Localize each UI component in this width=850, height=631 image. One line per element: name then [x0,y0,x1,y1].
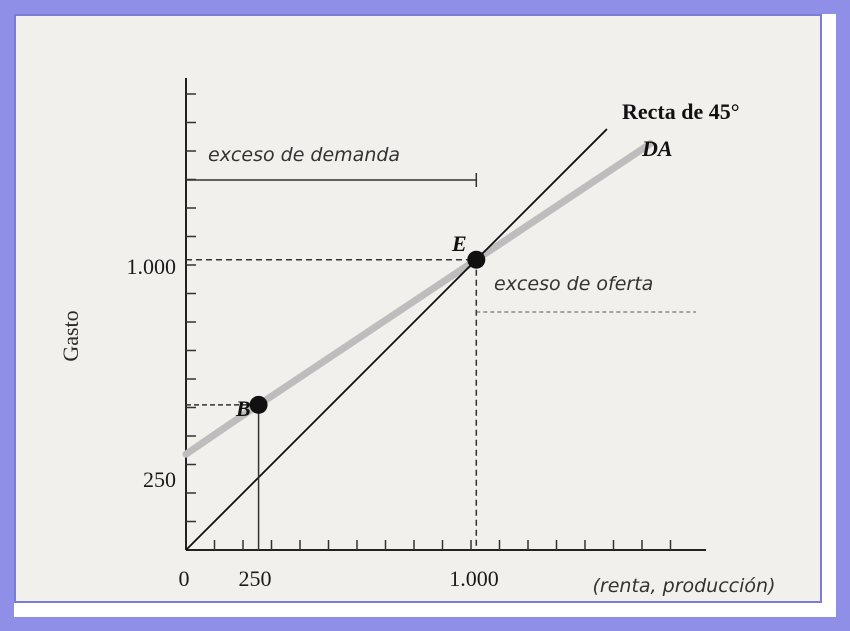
point-b [249,395,268,414]
y-tick-label-250: 250 [143,467,176,492]
aggregate-demand-chart: Gasto (renta, producción) 0 250 1.000 25… [58,78,776,597]
line-45 [185,128,608,551]
chart-panel: Gasto (renta, producción) 0 250 1.000 25… [14,14,822,603]
da-curve [182,140,654,458]
point-e-label: E [451,231,467,256]
x-axis-title: (renta, producción) [593,575,776,597]
y-axis-title: Gasto [58,310,83,361]
line-45-label: Recta de 45° [622,99,740,124]
excess-supply-label: exceso de oferta [494,273,653,295]
excess-demand-label: exceso de demanda [208,144,400,166]
point-e [467,250,486,269]
x-tick-label-1000: 1.000 [449,566,499,591]
x-tick-label-250: 250 [239,566,272,591]
da-curve-label: DA [641,136,673,161]
point-b-label: B [235,396,251,421]
y-tick-label-1000: 1.000 [127,254,177,279]
x-tick-label-0: 0 [179,566,190,591]
chart-marks [182,78,706,551]
